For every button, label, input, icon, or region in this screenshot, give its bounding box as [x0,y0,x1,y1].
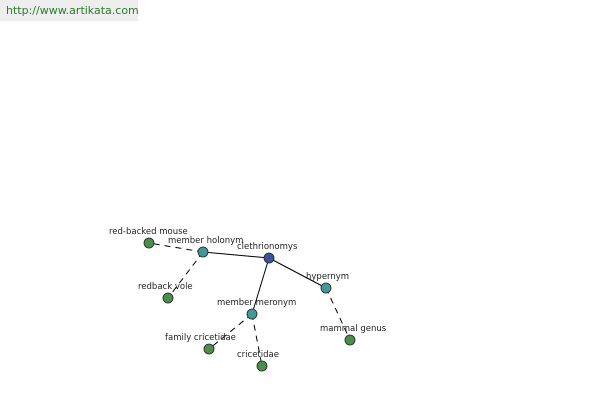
term-label-red-backed-mouse: red-backed mouse [109,227,188,237]
edge-center-hypernym [268,257,327,289]
relation-node-hypernym[interactable] [320,282,332,294]
edge-member-holonym-red-backed-mouse [148,242,204,253]
edge-member-meronym-cricetidae [251,313,263,367]
term-node-red-backed-mouse[interactable] [143,237,155,249]
relation-node-member-meronym[interactable] [246,308,258,320]
term-node-mammal-genus[interactable] [344,334,356,346]
center-node[interactable] [263,252,275,264]
nodes-layer [143,237,356,372]
term-label-cricetidae: cricetidae [237,350,279,360]
edge-center-member-holonym [202,251,270,259]
term-node-redback-vole[interactable] [162,292,174,304]
relation-label-member-meronym: member meronym [217,298,296,308]
labels-layer: clethrionomys member holonym member mero… [109,227,387,360]
edge-center-member-meronym [251,257,270,315]
center-node-label: clethrionomys [237,242,298,252]
edges-layer [148,242,351,367]
term-label-mammal-genus: mammal genus [320,324,387,334]
term-node-cricetidae[interactable] [256,360,268,372]
edge-member-holonym-redback-vole [167,251,204,299]
relation-label-hypernym: hypernym [306,272,349,282]
relation-node-member-holonym[interactable] [197,246,209,258]
term-node-family-cricetidae[interactable] [203,343,215,355]
url-banner: http://www.artikata.com [0,0,139,21]
term-label-family-cricetidae: family cricetidae [165,333,236,343]
site-url-link[interactable]: http://www.artikata.com [6,4,139,17]
edge-hypernym-mammal-genus [325,287,351,341]
relation-label-member-holonym: member holonym [168,236,243,246]
term-label-redback-vole: redback vole [138,282,193,292]
edge-member-meronym-family-cricetidae [208,313,253,350]
